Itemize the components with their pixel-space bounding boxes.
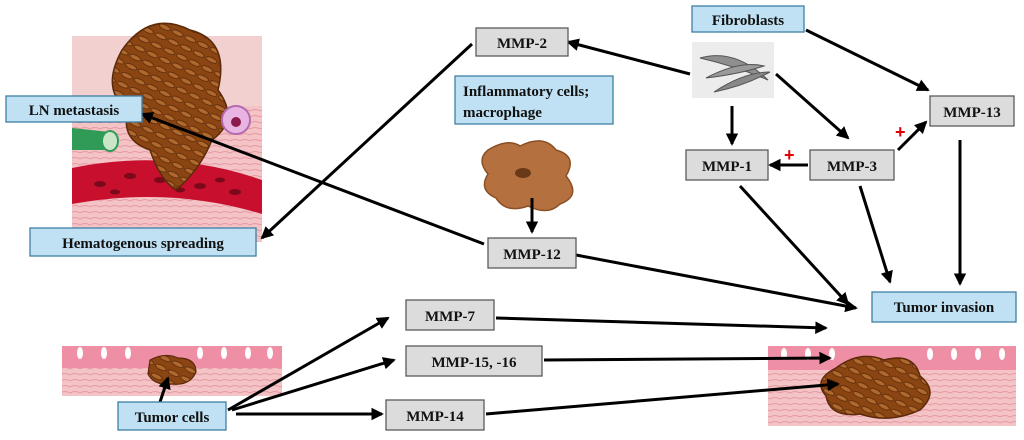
tumor-cells-label: Tumor cells [117,401,227,431]
mmp3-text: MMP-3 [827,159,877,175]
mmp13-box: MMP-13 [929,95,1015,127]
arrows [140,28,967,421]
arrow-tumor-cells-to-tumor [158,376,171,403]
mmp14-text: MMP-14 [406,409,464,425]
arrow-fibroblasts-to-mmp13 [805,28,930,92]
hematogenous-text: Hematogenous spreading [62,236,224,252]
inflammatory-text-line1: Inflammatory cells; [463,84,589,100]
inflammatory-text-line2: macrophage [463,105,542,121]
mmp12-text: MMP-12 [503,247,560,263]
metastasis-tissue-illustration [72,22,262,242]
plus-sign-mmp3-mmp1: + [784,145,795,165]
macrophage-illustration [481,140,574,212]
fibroblasts-text: Fibroblasts [712,13,784,29]
hematogenous-spreading-label: Hematogenous spreading [29,227,257,257]
epithelium-tumor-small-illustration [62,346,282,396]
ln-metastasis-label: LN metastasis [5,95,143,123]
mmp13-text: MMP-13 [943,105,1000,121]
arrow-mmp14-to-epithelium [485,378,840,416]
inflammatory-cells-label: Inflammatory cells; macrophage [454,75,614,125]
mmp7-text: MMP-7 [425,309,475,325]
ln-metastasis-text: LN metastasis [29,103,120,119]
plus-sign-mmp3-mmp13: + [895,122,906,142]
mmp3-box: MMP-3 [809,149,895,181]
arrow-fibroblasts-to-mmp3 [775,72,850,140]
mmp14-box: MMP-14 [385,399,485,431]
mmp1-box: MMP-1 [685,149,769,181]
mmp2-box: MMP-2 [475,27,569,57]
mmp15-16-box: MMP-15, -16 [405,345,543,377]
mmp12-box: MMP-12 [487,237,577,269]
tumor-invasion-text: Tumor invasion [894,300,995,316]
mmp1-text: MMP-1 [702,159,752,175]
arrow-mmp1516-to-epithelium [543,351,832,365]
arrow-mmp12-to-invasion [575,253,858,313]
arrow-fibroblasts-to-mmp2 [566,38,691,76]
tumor-invasion-label: Tumor invasion [871,291,1017,323]
arrow-mmp1-to-invasion [738,184,850,306]
fibroblasts-label: Fibroblasts [691,5,805,33]
arrow-mmp7-to-invasion [495,316,828,334]
arrow-mmp12-to-ln-metastasis [140,111,485,246]
fibroblast-cells-illustration [692,42,774,98]
arrow-mmp3-to-mmp13 [896,120,928,152]
mmp2-text: MMP-2 [497,36,547,52]
mmp15-16-text: MMP-15, -16 [432,355,517,371]
arrow-tumor-cells-to-mmp1516 [231,357,396,412]
mmp7-box: MMP-7 [405,299,495,331]
arrow-mmp3-to-invasion [858,185,893,284]
tumor-cells-text: Tumor cells [135,410,210,426]
arrow-tumor-cells-to-mmp7 [227,316,390,412]
arrow-mmp2-to-hematogenous [260,42,474,240]
